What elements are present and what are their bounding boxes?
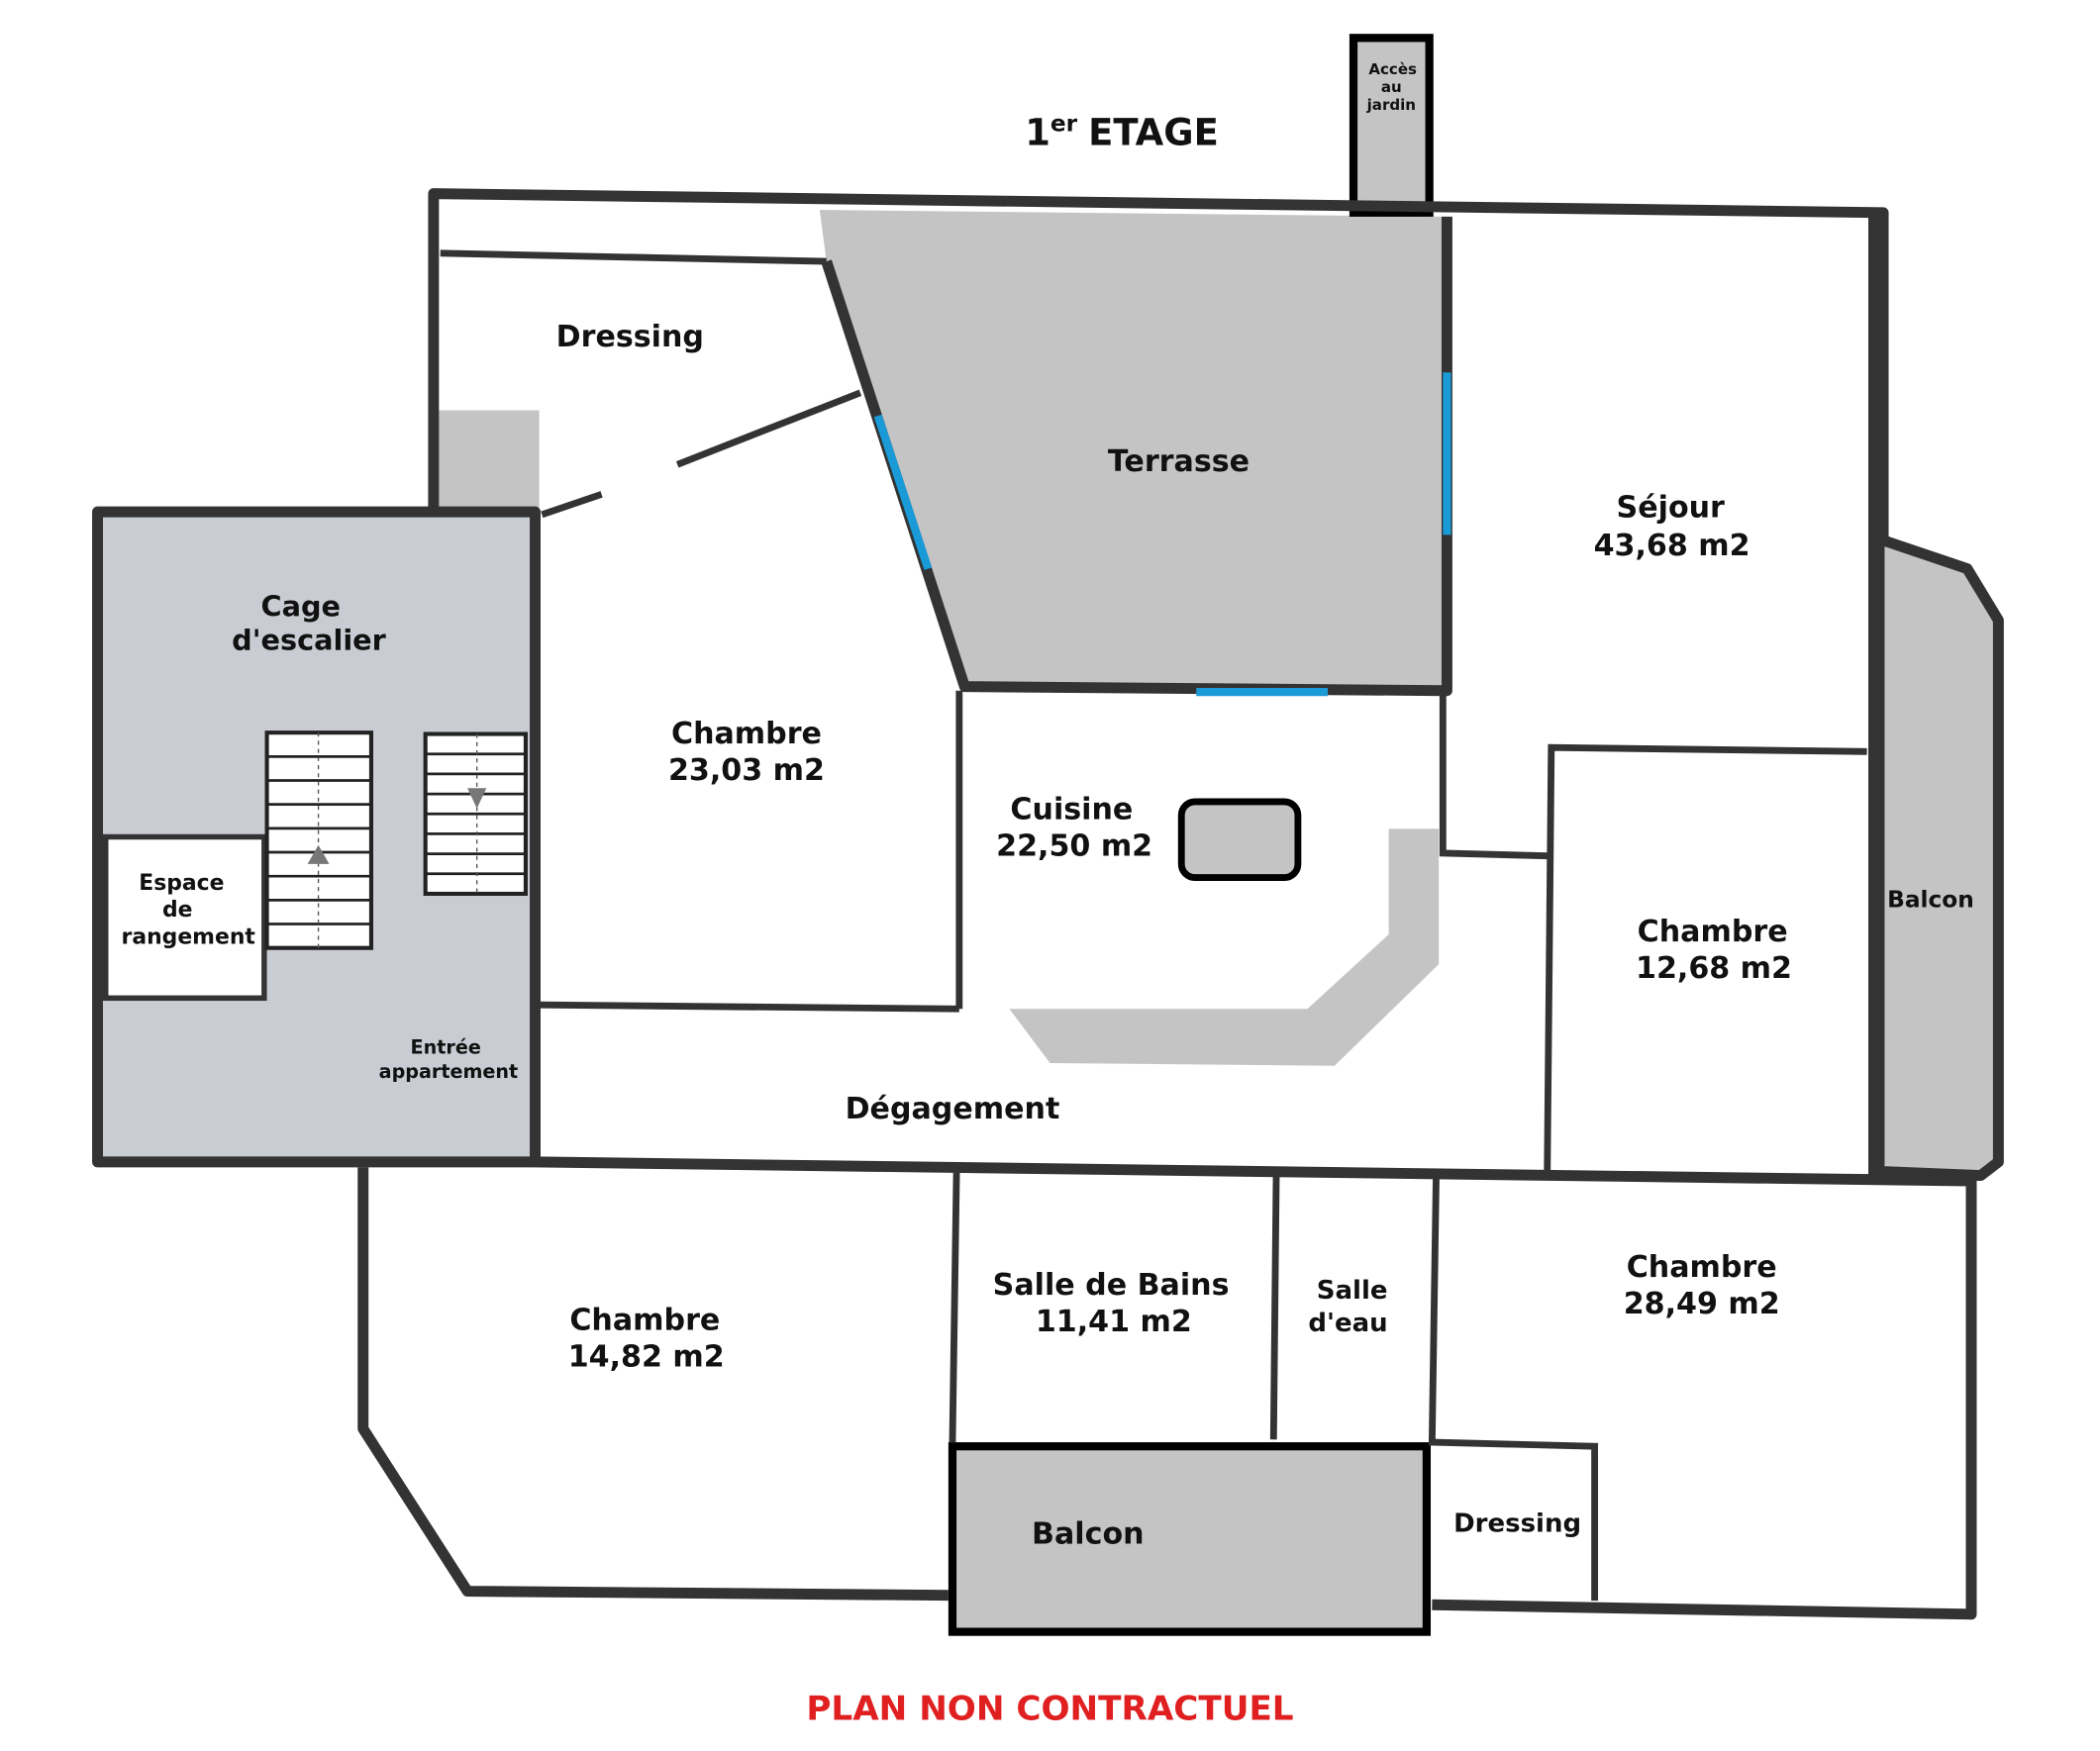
label-balcon-right: Balcon — [1887, 887, 1974, 914]
label-dressing-top: Dressing — [556, 320, 704, 354]
kitchen-counter — [1009, 828, 1440, 1066]
espace-rangement-box — [102, 833, 267, 1002]
balcon-right-area — [1878, 538, 1999, 1176]
acces-jardin-area — [1349, 34, 1434, 217]
terrasse-area — [819, 210, 1448, 691]
door-dressing — [675, 389, 862, 468]
stair-flight-down — [423, 731, 528, 897]
stair-flight-up — [264, 730, 373, 950]
door-chambre — [541, 491, 603, 519]
balcon-bottom-area — [948, 1442, 1432, 1636]
label-balcon-bottom: Balcon — [1032, 1517, 1145, 1552]
small-shaft — [436, 410, 540, 514]
label-dressing-bottom: Dressing — [1453, 1508, 1581, 1538]
kitchen-island — [1177, 798, 1302, 881]
window — [873, 414, 933, 570]
label-terrasse: Terrasse — [1108, 444, 1250, 479]
arrow-down-icon — [467, 788, 487, 809]
disclaimer: PLAN NON CONTRACTUEL — [806, 1690, 1293, 1729]
label-degagement: Dégagement — [846, 1092, 1060, 1126]
arrow-up-icon — [307, 844, 330, 864]
